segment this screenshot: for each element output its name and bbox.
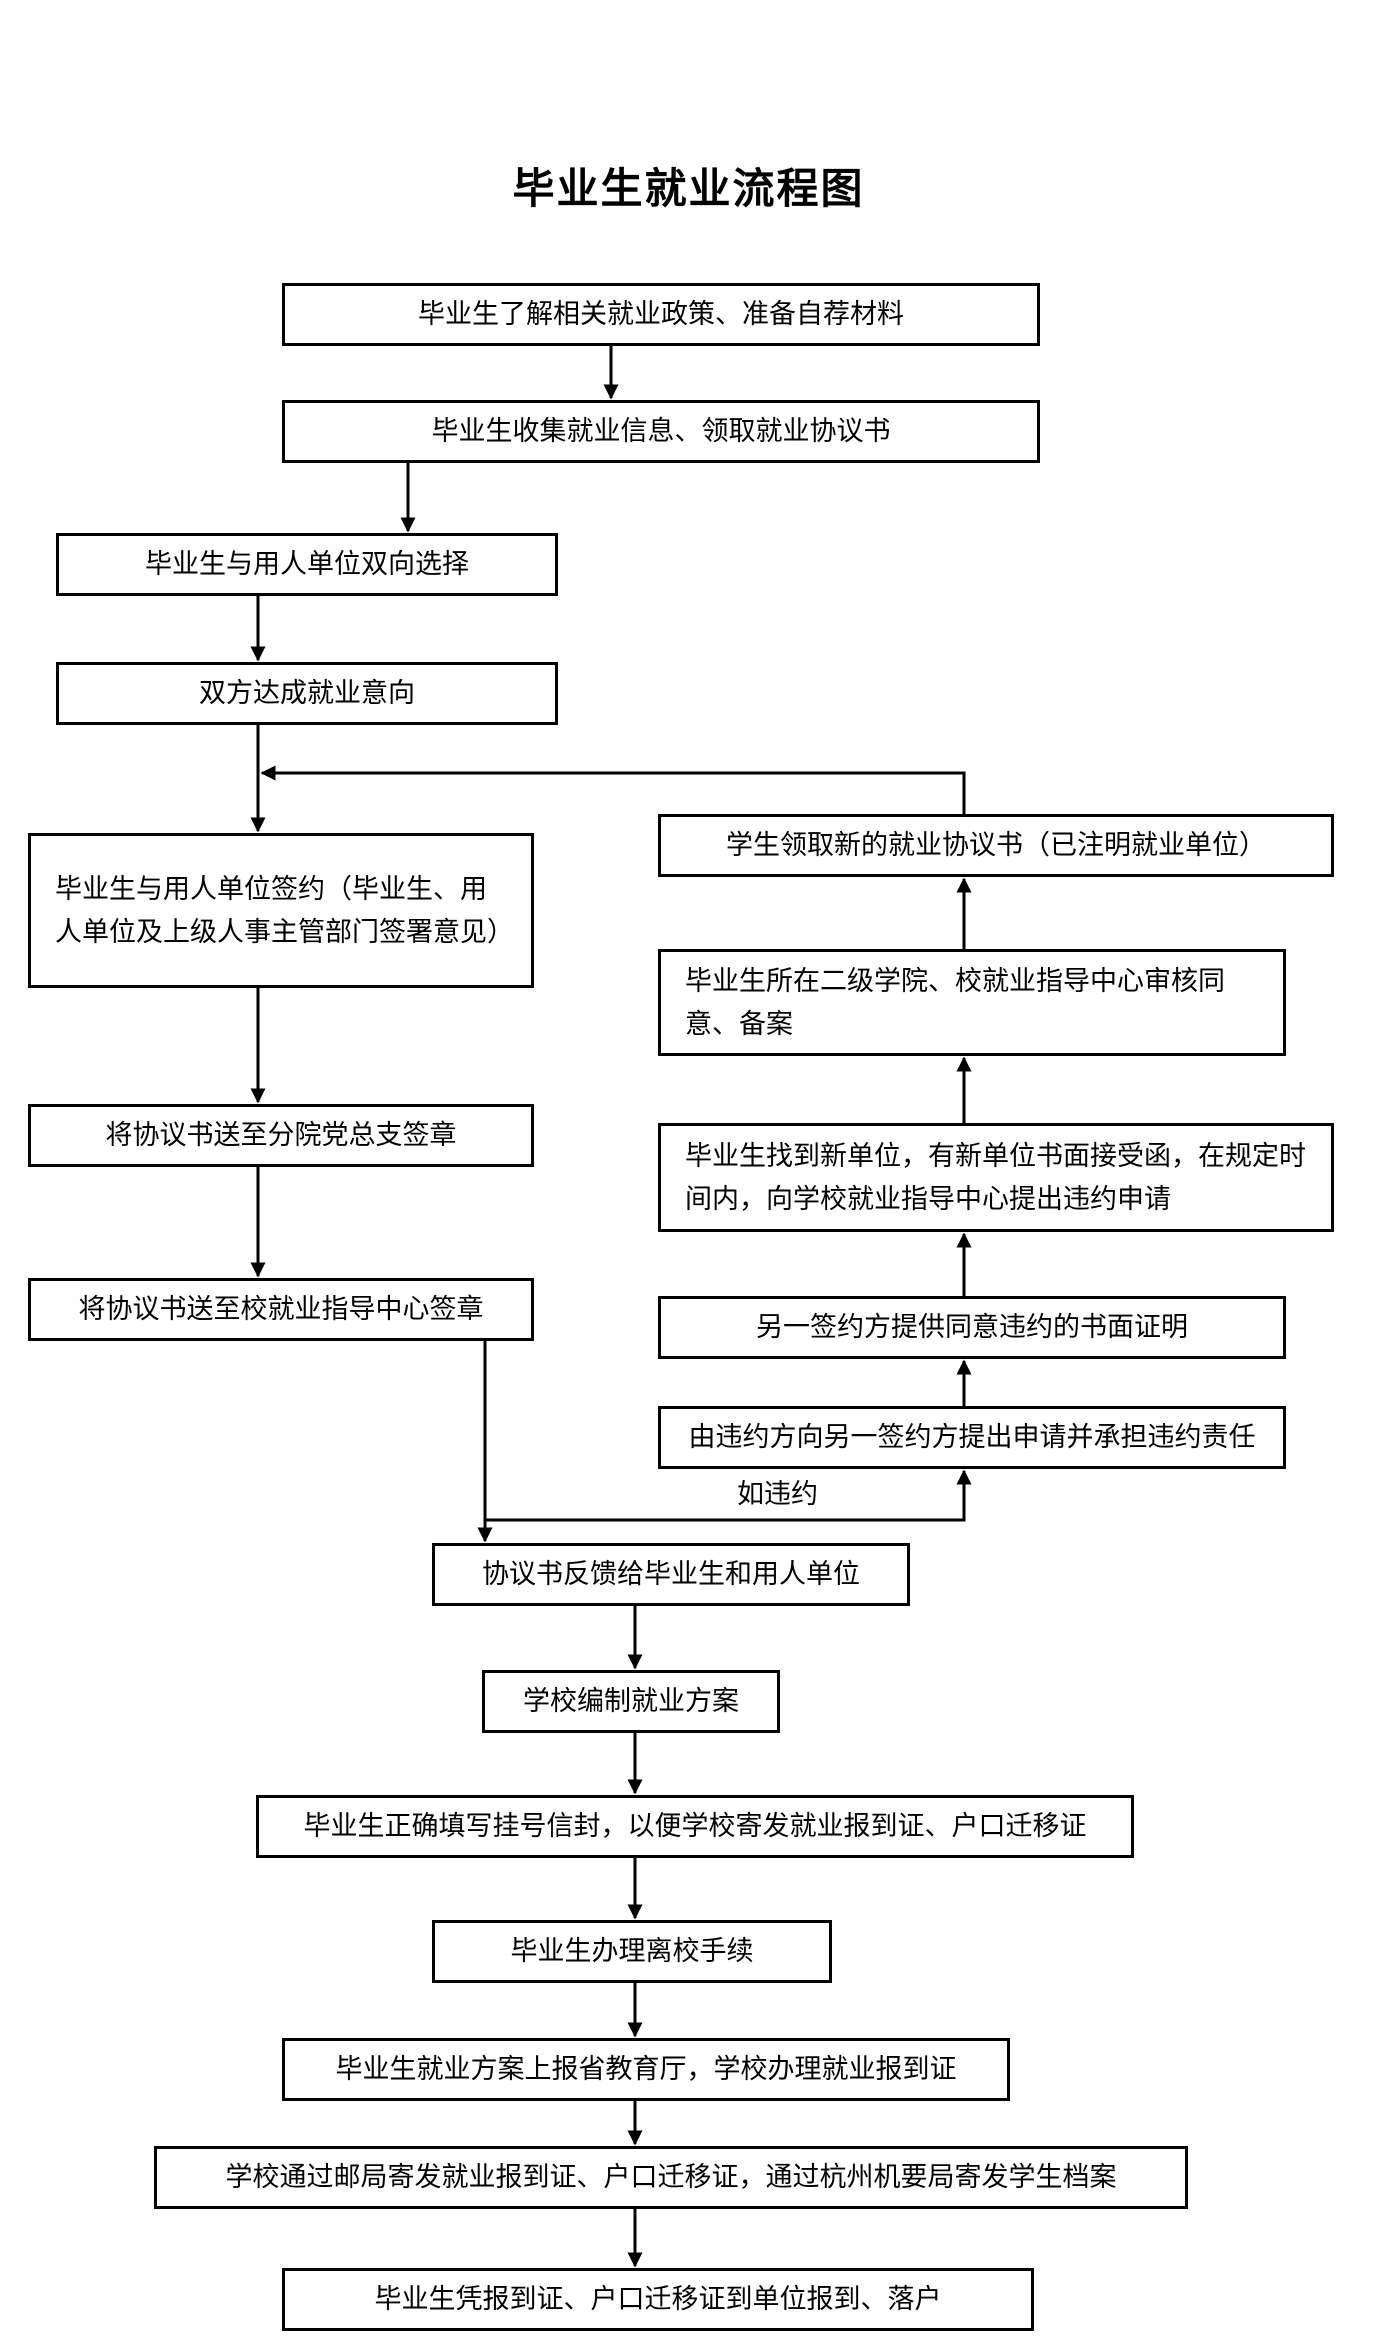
breach-step-1-box: 由违约方向另一签约方提出申请并承担违约责任 — [658, 1406, 1286, 1469]
step-2-box: 毕业生收集就业信息、领取就业协议书 — [282, 400, 1040, 463]
step-10-box: 毕业生正确填写挂号信封，以便学校寄发就业报到证、户口迁移证 — [256, 1795, 1134, 1858]
breach-label: 如违约 — [737, 1479, 818, 1510]
step-1-box: 毕业生了解相关就业政策、准备自荐材料 — [282, 283, 1040, 346]
step-6-box: 将协议书送至分院党总支签章 — [28, 1104, 534, 1167]
step-4-box: 双方达成就业意向 — [56, 662, 558, 725]
step-3-box: 毕业生与用人单位双向选择 — [56, 533, 558, 596]
step-12-box: 毕业生就业方案上报省教育厅，学校办理就业报到证 — [282, 2038, 1010, 2101]
arrow-b5-return — [260, 765, 966, 814]
page-title: 毕业生就业流程图 — [512, 164, 865, 213]
breach-step-4-box: 毕业生所在二级学院、校就业指导中心审核同意、备案 — [658, 949, 1286, 1056]
step-8-box: 协议书反馈给毕业生和用人单位 — [432, 1543, 910, 1606]
breach-step-5-box: 学生领取新的就业协议书（已注明就业单位） — [658, 814, 1334, 877]
step-9-box: 学校编制就业方案 — [482, 1670, 780, 1733]
step-7-box: 将协议书送至校就业指导中心签章 — [28, 1278, 534, 1341]
breach-step-2-box: 另一签约方提供同意违约的书面证明 — [658, 1296, 1286, 1359]
step-13-box: 学校通过邮局寄发就业报到证、户口迁移证，通过杭州机要局寄发学生档案 — [154, 2146, 1188, 2209]
step-5-box: 毕业生与用人单位签约（毕业生、用人单位及上级人事主管部门签署意见） — [28, 833, 534, 988]
breach-step-3-box: 毕业生找到新单位，有新单位书面接受函，在规定时间内，向学校就业指导中心提出违约申… — [658, 1123, 1334, 1232]
breach-connector — [485, 1469, 972, 1522]
step-11-box: 毕业生办理离校手续 — [432, 1920, 832, 1983]
step-14-box: 毕业生凭报到证、户口迁移证到单位报到、落户 — [282, 2268, 1034, 2331]
